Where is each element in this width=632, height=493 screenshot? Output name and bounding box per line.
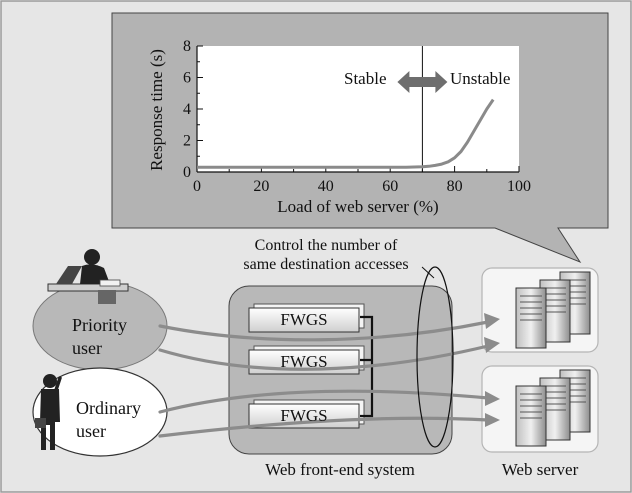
stable-label: Stable: [344, 69, 387, 88]
priority-user-icon: [47, 249, 129, 304]
y-tick-label: 0: [183, 164, 191, 181]
stability-double-arrow: [397, 71, 448, 93]
front-end-label: Web front-end system: [265, 460, 415, 479]
y-tick-label: 6: [183, 70, 191, 87]
unstable-label: Unstable: [450, 69, 511, 88]
arrowheads: [484, 313, 500, 427]
ordinary-user-line-2: user: [76, 421, 106, 441]
x-tick-label: 0: [193, 178, 201, 195]
ordinary-user-line-1: Ordinary: [76, 398, 141, 418]
control-label-line-2: same destination accesses: [243, 256, 409, 273]
server-tower: [515, 287, 547, 349]
series-line-0: [197, 98, 495, 169]
x-tick-label: 80: [447, 178, 463, 195]
connection-arrows: [158, 320, 490, 438]
web-server-label: Web server: [501, 460, 579, 479]
x-axis-label: Load of web server (%): [277, 197, 439, 216]
fwgs-label-3: FWGS: [280, 406, 328, 425]
fwgs-module-1: [248, 303, 365, 333]
chart-layer: 0 20 40 60 80 100 0 2 4 6 8: [183, 38, 531, 195]
server-towers: [515, 271, 591, 447]
control-label: Control the number of same destination a…: [196, 236, 456, 274]
fwgs-label-2: FWGS: [280, 352, 328, 371]
x-tick-label: 20: [253, 178, 269, 195]
priority-user-label: Priority user: [72, 314, 127, 360]
control-pointer: [421, 266, 435, 279]
server-tower: [515, 385, 547, 447]
ordinary-user-icon: [35, 374, 62, 450]
control-label-line-1: Control the number of: [254, 237, 398, 254]
fwgs-label-1: FWGS: [280, 310, 328, 329]
plot-area: [197, 46, 519, 172]
y-tick-label: 4: [183, 101, 191, 118]
x-tick-label: 40: [318, 178, 334, 195]
x-tick-label: 100: [507, 178, 531, 195]
y-axis-label: Response time (s): [147, 49, 166, 171]
priority-user-line-1: Priority: [72, 315, 128, 335]
y-tick-label: 2: [183, 133, 191, 150]
ordinary-user-oval: [32, 367, 168, 457]
priority-user-line-2: user: [72, 338, 102, 358]
x-tick-label: 60: [382, 178, 398, 195]
control-ellipse: [416, 266, 454, 448]
ordinary-user-label: Ordinary user: [76, 397, 141, 443]
fwgs-module-2: [248, 345, 365, 375]
y-tick-label: 8: [183, 38, 191, 55]
